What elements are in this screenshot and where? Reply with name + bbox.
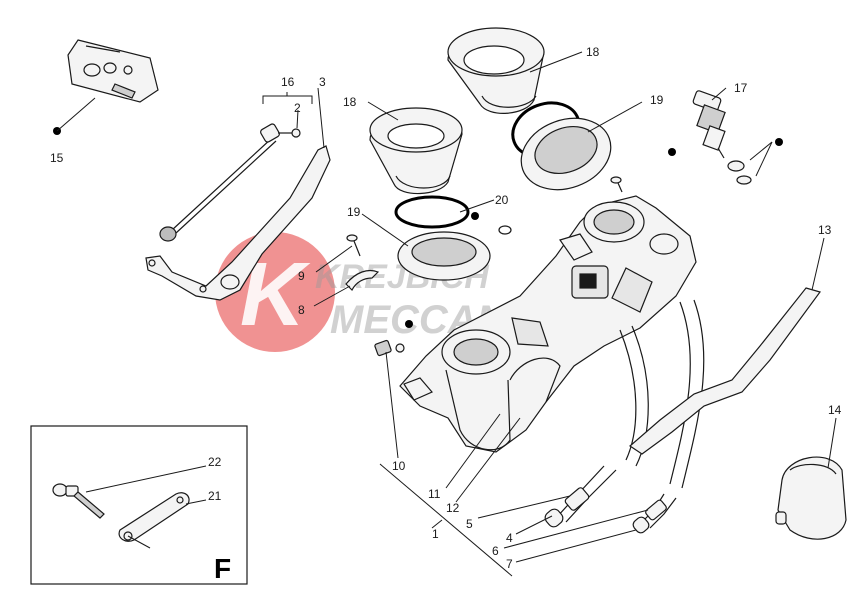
- part-9-screw: [346, 234, 361, 257]
- bullet-17: [775, 138, 783, 146]
- part-19-gaskets: [397, 117, 612, 281]
- callout-12: 12: [446, 501, 460, 515]
- part-17-injector: [692, 90, 752, 185]
- bullet-20: [471, 212, 479, 220]
- callout-2: 2: [294, 101, 301, 115]
- callout-18-right: 18: [586, 45, 600, 59]
- callout-18-left: 18: [343, 95, 357, 109]
- callout-19-right: 19: [650, 93, 664, 107]
- small-screw-top: [610, 176, 623, 193]
- part-18-stack-right: [447, 27, 545, 114]
- bullet-10: [405, 320, 413, 328]
- callout-7: 7: [506, 557, 513, 571]
- part-14-cover: [775, 456, 847, 540]
- callout-3: 3: [319, 75, 326, 89]
- part-8-clip: [345, 269, 380, 292]
- callout-21: 21: [208, 489, 222, 503]
- hose-clamps: [544, 487, 667, 534]
- callout-labels: 1 2 3 4 5 6 7 8 9 10 11 12 13 14 15 16 1…: [50, 45, 842, 571]
- part-18-stack-left: [369, 107, 463, 195]
- callout-15: 15: [50, 151, 64, 165]
- callout-14: 14: [828, 403, 842, 417]
- callout-16: 16: [281, 75, 295, 89]
- throttle-body-assembly: [399, 195, 697, 453]
- callout-6: 6: [492, 544, 499, 558]
- callout-4: 4: [506, 531, 513, 545]
- callout-13: 13: [818, 223, 832, 237]
- callout-1: 1: [432, 527, 439, 541]
- leader-17b: [749, 141, 773, 177]
- part-13-frame: [629, 287, 821, 455]
- callout-22: 22: [208, 455, 222, 469]
- callout-20: 20: [495, 193, 509, 207]
- part-15-cover: [67, 39, 159, 103]
- callout-9: 9: [298, 269, 305, 283]
- leader-lines: [296, 51, 837, 563]
- callout-19-left: 19: [347, 205, 361, 219]
- part-10-spring: [374, 339, 405, 357]
- callout-17: 17: [734, 81, 748, 95]
- part-3-bracket: [145, 145, 331, 301]
- dimension-line-1: [379, 463, 513, 577]
- callout-5: 5: [466, 517, 473, 531]
- detail-letter: F: [214, 553, 231, 584]
- callout-8: 8: [298, 303, 305, 317]
- callout-10: 10: [392, 459, 406, 473]
- part-16-rod: [159, 123, 301, 242]
- small-washer-center: [498, 225, 512, 235]
- leader-15: [56, 97, 96, 132]
- detail-box-f: 22 21 F: [30, 425, 248, 585]
- bracket-16-brace: [262, 92, 313, 104]
- bullet-19: [668, 148, 676, 156]
- callout-11: 11: [428, 487, 441, 501]
- part-22-bolt: [52, 483, 105, 519]
- detail-leaders: [85, 465, 207, 549]
